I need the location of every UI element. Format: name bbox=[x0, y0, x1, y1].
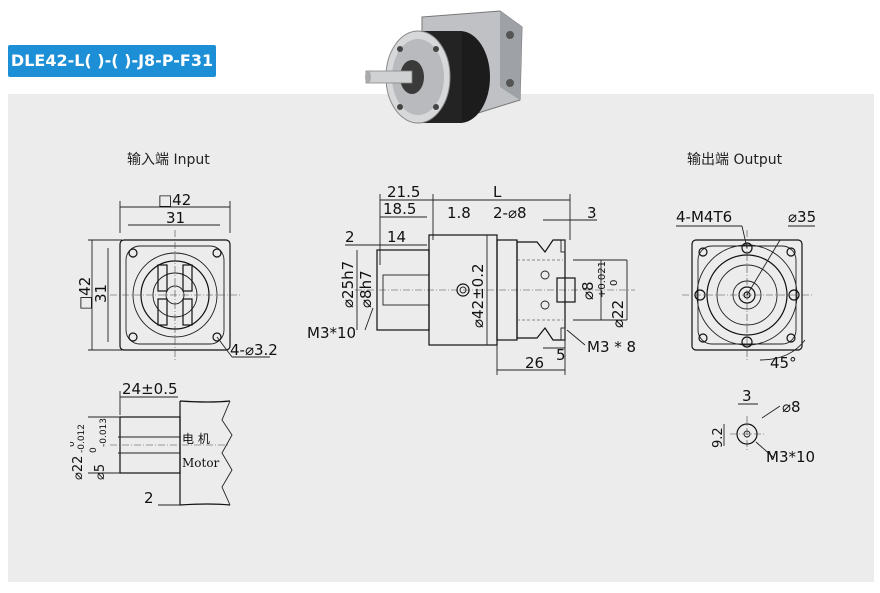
output-label: 输出端 Output bbox=[687, 152, 783, 168]
dim-1-8: 1.8 bbox=[447, 204, 471, 222]
dim-d8-out: ⌀8 bbox=[579, 281, 597, 300]
key-h: 9.2 bbox=[711, 427, 726, 448]
dim-d42: ⌀42±0.2 bbox=[469, 263, 487, 328]
dim-4-m4t6: 4-M4T6 bbox=[676, 208, 732, 226]
key-w: 3 bbox=[742, 390, 752, 405]
dim-d22: ⌀22 bbox=[609, 300, 627, 328]
dim-3: 3 bbox=[587, 204, 597, 222]
dim-18-5: 18.5 bbox=[383, 200, 416, 218]
output-front-view: 4-M4T6 ⌀35 45° bbox=[676, 208, 816, 372]
motor-en: Motor bbox=[182, 456, 220, 470]
dim-inner-31: 31 bbox=[166, 209, 185, 227]
input-label: 输入端 Input bbox=[127, 152, 210, 168]
drawing-panel bbox=[8, 94, 874, 582]
shaft-d-inner-tol-up: 0 bbox=[89, 447, 99, 453]
dim-2: 2 bbox=[345, 228, 355, 246]
shaft-d-outer: ⌀22 bbox=[71, 456, 86, 480]
shaft-len: 24±0.5 bbox=[122, 380, 178, 398]
input-front-view: □42 31 □42 31 4-⌀3.2 bbox=[76, 191, 278, 360]
shaft-d-inner-tol-dn: -0.013 bbox=[99, 418, 109, 447]
shaft-d-outer-tol-up: 0 bbox=[70, 441, 77, 447]
key-d: ⌀8 bbox=[782, 398, 801, 416]
motor-cn: 电 机 bbox=[182, 432, 210, 446]
dim-tol-up: +0.021 bbox=[597, 261, 608, 298]
dim-14: 14 bbox=[387, 228, 406, 246]
dim-m3-8: M3 * 8 bbox=[587, 338, 636, 356]
dim-m3-10: M3*10 bbox=[307, 324, 356, 342]
model-title: DLE42-L( )-( )-J8-P-F31 bbox=[8, 45, 216, 77]
shaft-step: 2 bbox=[144, 489, 154, 507]
dim-5: 5 bbox=[556, 346, 566, 364]
dim-21-5: 21.5 bbox=[387, 183, 420, 201]
shaft-d-outer-tol-dn: -0.012 bbox=[77, 424, 87, 453]
key-detail-view: 3 ⌀8 9.2 M3*10 bbox=[711, 390, 815, 466]
dim-d25h7: ⌀25h7 bbox=[339, 261, 357, 308]
motor-shaft-view: 24±0.5 电 机 Motor ⌀22 0 -0.012 ⌀5 0 -0.01… bbox=[70, 380, 233, 507]
dim-26: 26 bbox=[525, 354, 544, 372]
side-view: 21.5 L 18.5 1.8 2-⌀8 3 2 14 ⌀25h7 ⌀8h7 ⌀… bbox=[307, 183, 636, 375]
dim-side-31: 31 bbox=[92, 284, 110, 303]
dim-holes: 4-⌀3.2 bbox=[230, 341, 278, 359]
dim-tol-dn: 0 bbox=[609, 280, 620, 286]
dim-side-42: □42 bbox=[76, 277, 94, 310]
dim-d35: ⌀35 bbox=[788, 208, 816, 226]
dim-outer-42: □42 bbox=[158, 191, 191, 209]
shaft-d-inner: ⌀5 bbox=[93, 464, 108, 480]
product-photo bbox=[365, 10, 523, 124]
dim-45deg: 45° bbox=[770, 354, 797, 372]
dim-L: L bbox=[493, 183, 502, 201]
dim-d8h7: ⌀8h7 bbox=[357, 270, 375, 308]
key-tap: M3*10 bbox=[766, 448, 815, 466]
dim-2-d8: 2-⌀8 bbox=[493, 204, 527, 222]
